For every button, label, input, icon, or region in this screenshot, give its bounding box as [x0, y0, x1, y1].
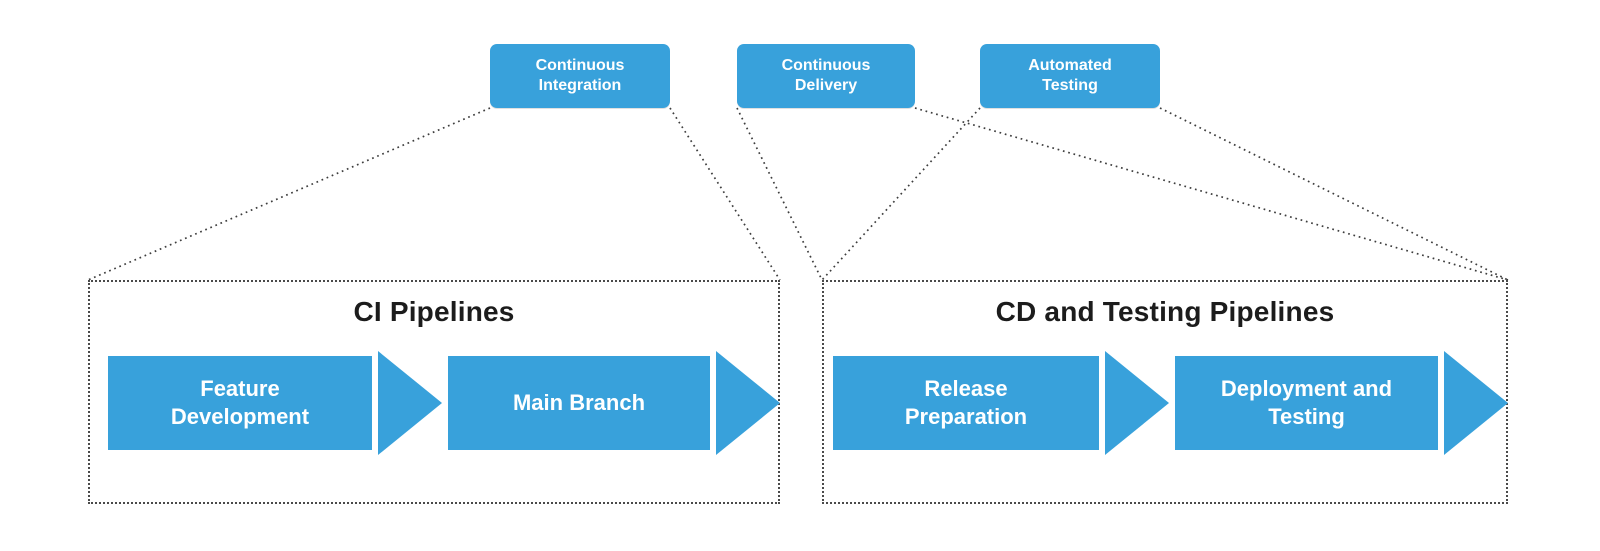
- arrowhead-icon: [716, 351, 780, 455]
- connector-line: [736, 107, 823, 281]
- arrowhead-icon: [1444, 351, 1508, 455]
- step-label-line: Testing: [1268, 404, 1345, 429]
- node-automated-testing: Automated Testing: [980, 44, 1160, 108]
- node-continuous-delivery: Continuous Delivery: [737, 44, 915, 108]
- node-label-line: Continuous: [535, 57, 625, 74]
- node-label-line: Integration: [538, 77, 622, 94]
- connector-line: [914, 107, 1509, 281]
- step-deployment-and-testing: Deployment and Testing: [1175, 356, 1438, 450]
- node-label-line: Testing: [1042, 77, 1098, 94]
- connector-line: [87, 107, 491, 281]
- step-label-line: Main Branch: [512, 390, 646, 415]
- step-label-line: Deployment and: [1220, 376, 1393, 401]
- step-label-line: Feature: [200, 376, 280, 401]
- node-continuous-integration: Continuous Integration: [490, 44, 670, 108]
- step-release-preparation: Release Preparation: [833, 356, 1099, 450]
- container-ci-pipelines: CI Pipelines Feature Development Main Br…: [88, 280, 780, 504]
- step-label-line: Development: [170, 404, 310, 429]
- container-cd-testing-pipelines: CD and Testing Pipelines Release Prepara…: [822, 280, 1508, 504]
- connector-line: [669, 107, 781, 281]
- connector-line: [1159, 107, 1509, 281]
- container-title-cd-testing-pipelines: CD and Testing Pipelines: [995, 296, 1335, 327]
- node-label-line: Continuous: [781, 57, 871, 74]
- step-feature-development: Feature Development: [108, 356, 372, 450]
- step-label-line: Preparation: [904, 404, 1028, 429]
- step-main-branch: Main Branch: [448, 356, 710, 450]
- arrowhead-icon: [378, 351, 442, 455]
- node-label-line: Delivery: [794, 77, 858, 94]
- node-label-line: Automated: [1028, 57, 1112, 74]
- arrowhead-icon: [1105, 351, 1169, 455]
- container-title-ci-pipelines: CI Pipelines: [353, 296, 515, 327]
- connector-line: [821, 107, 981, 281]
- step-label-line: Release: [924, 376, 1008, 401]
